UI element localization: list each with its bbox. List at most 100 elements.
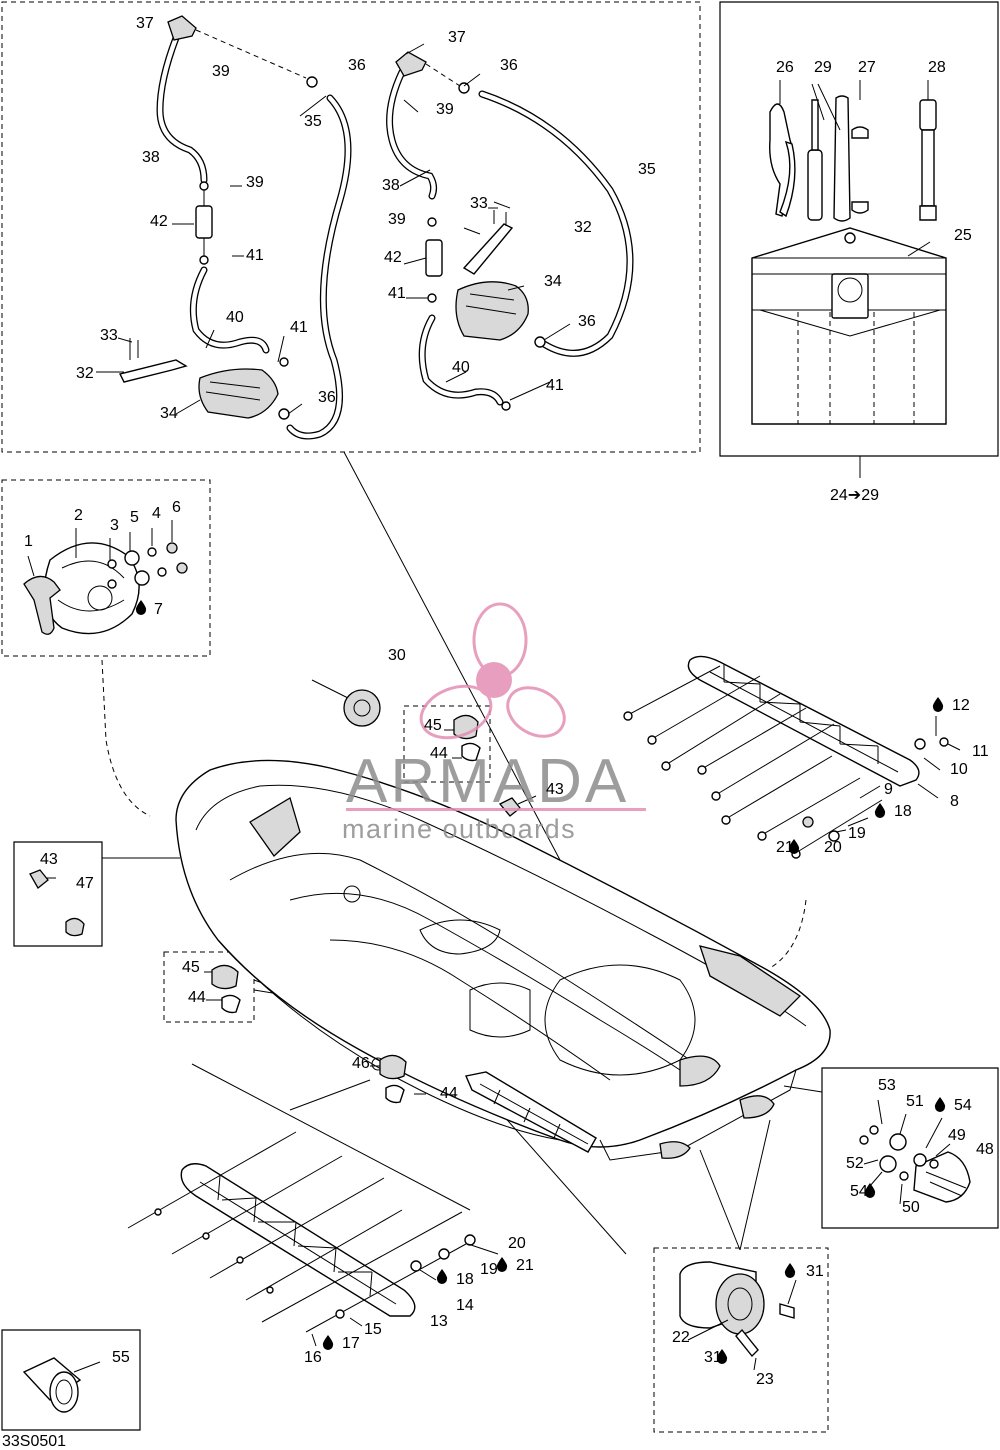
callout-39: 39	[436, 101, 454, 118]
callout-35: 35	[304, 113, 322, 130]
callout-1: 1	[24, 533, 33, 550]
callout-49: 49	[948, 1127, 966, 1144]
vent-system-right	[386, 43, 634, 411]
callout-36: 36	[348, 57, 366, 74]
callout-26: 26	[776, 59, 794, 76]
callout-23: 23	[756, 1371, 774, 1388]
callout-11: 11	[972, 743, 989, 760]
lubricant-drop-icon	[864, 1183, 876, 1198]
callout-27: 27	[858, 59, 876, 76]
callout-30: 30	[388, 647, 406, 664]
callout-8: 8	[950, 793, 959, 810]
callout-7: 7	[154, 601, 163, 618]
callout-19: 19	[480, 1261, 498, 1278]
callout-22: 22	[672, 1329, 690, 1346]
callout-13: 13	[430, 1313, 448, 1330]
lubricant-drop-icon	[496, 1257, 508, 1272]
callout-25: 25	[954, 227, 972, 244]
lubricant-drop-icon	[135, 600, 147, 615]
callout-32: 32	[76, 365, 94, 382]
kit-reference: 24➔29	[830, 487, 879, 504]
tool-kit	[751, 80, 947, 425]
outlet-assembly	[679, 1261, 797, 1371]
lubricant-drop-icon	[874, 803, 886, 818]
callout-32: 32	[574, 219, 592, 236]
callout-51: 51	[906, 1093, 924, 1110]
callout-40: 40	[452, 359, 470, 376]
watermark-brand: ARMADA	[346, 747, 629, 816]
callout-36: 36	[500, 57, 518, 74]
callout-29: 29	[814, 59, 832, 76]
watermark-bar	[346, 808, 646, 811]
callout-34: 34	[544, 273, 562, 290]
callout-42: 42	[150, 213, 168, 230]
callout-17: 17	[342, 1335, 360, 1352]
callout-48: 48	[976, 1141, 994, 1158]
callout-40: 40	[226, 309, 244, 326]
hull	[175, 759, 831, 1161]
callout-18: 18	[894, 803, 912, 820]
callout-39: 39	[212, 63, 230, 80]
callout-36: 36	[578, 313, 596, 330]
sponson-lower	[127, 1131, 499, 1347]
callout-21: 21	[516, 1257, 534, 1274]
callout-33: 33	[470, 195, 488, 212]
callout-55: 55	[112, 1349, 130, 1366]
armada-watermark: ARMADA marine outboards	[342, 602, 646, 844]
callout-36: 36	[318, 389, 336, 406]
callout-20: 20	[508, 1235, 526, 1252]
callout-31: 31	[704, 1349, 722, 1366]
misc-parts	[29, 689, 537, 1104]
callout-28: 28	[928, 59, 946, 76]
callout-45: 45	[182, 959, 200, 976]
callout-31: 31	[806, 1263, 824, 1280]
lubricant-drop-icon	[932, 697, 944, 712]
callout-53: 53	[878, 1077, 896, 1094]
callout-44: 44	[430, 745, 448, 762]
drain-plug-assembly	[859, 1099, 971, 1205]
callout-54: 54	[850, 1183, 868, 1200]
callout-20: 20	[824, 839, 842, 856]
callout-12: 12	[952, 697, 970, 714]
callout-41: 41	[290, 319, 308, 336]
callout-5: 5	[130, 509, 139, 526]
callout-54: 54	[954, 1097, 972, 1114]
callout-44: 44	[440, 1085, 458, 1102]
handle-assembly	[23, 520, 188, 635]
diagram-code: 33S0501	[2, 1433, 66, 1450]
callout-19: 19	[848, 825, 866, 842]
callout-41: 41	[246, 247, 264, 264]
callout-46: 46	[352, 1055, 370, 1072]
lubricant-drop-icon	[716, 1349, 728, 1364]
callout-34: 34	[160, 405, 178, 422]
vent-system-left	[96, 15, 352, 440]
callout-39: 39	[246, 174, 264, 191]
callout-6: 6	[172, 499, 181, 516]
watermark-tagline: marine outboards	[342, 814, 576, 844]
callout-38: 38	[142, 149, 160, 166]
callout-43: 43	[40, 851, 58, 868]
lubricant-drop-icon	[784, 1263, 796, 1278]
sponson-upper	[687, 655, 920, 787]
callout-33: 33	[100, 327, 118, 344]
sleeve	[22, 1357, 101, 1413]
callout-38: 38	[382, 177, 400, 194]
callout-35: 35	[638, 161, 656, 178]
lubricant-drop-icon	[322, 1335, 334, 1350]
callout-15: 15	[364, 1321, 382, 1338]
callout-14: 14	[456, 1297, 474, 1314]
lubricant-drop-icon	[436, 1269, 448, 1284]
callout-10: 10	[950, 761, 968, 778]
callout-43: 43	[546, 781, 564, 798]
callout-41: 41	[546, 377, 564, 394]
sponson-upper-fasteners	[623, 665, 961, 859]
propeller-logo	[419, 602, 566, 740]
callout-9: 9	[884, 781, 893, 798]
callout-16: 16	[304, 1349, 322, 1366]
lubricant-drop-icon	[788, 839, 800, 854]
callout-4: 4	[152, 505, 161, 522]
lubricant-drop-icon	[934, 1097, 946, 1112]
